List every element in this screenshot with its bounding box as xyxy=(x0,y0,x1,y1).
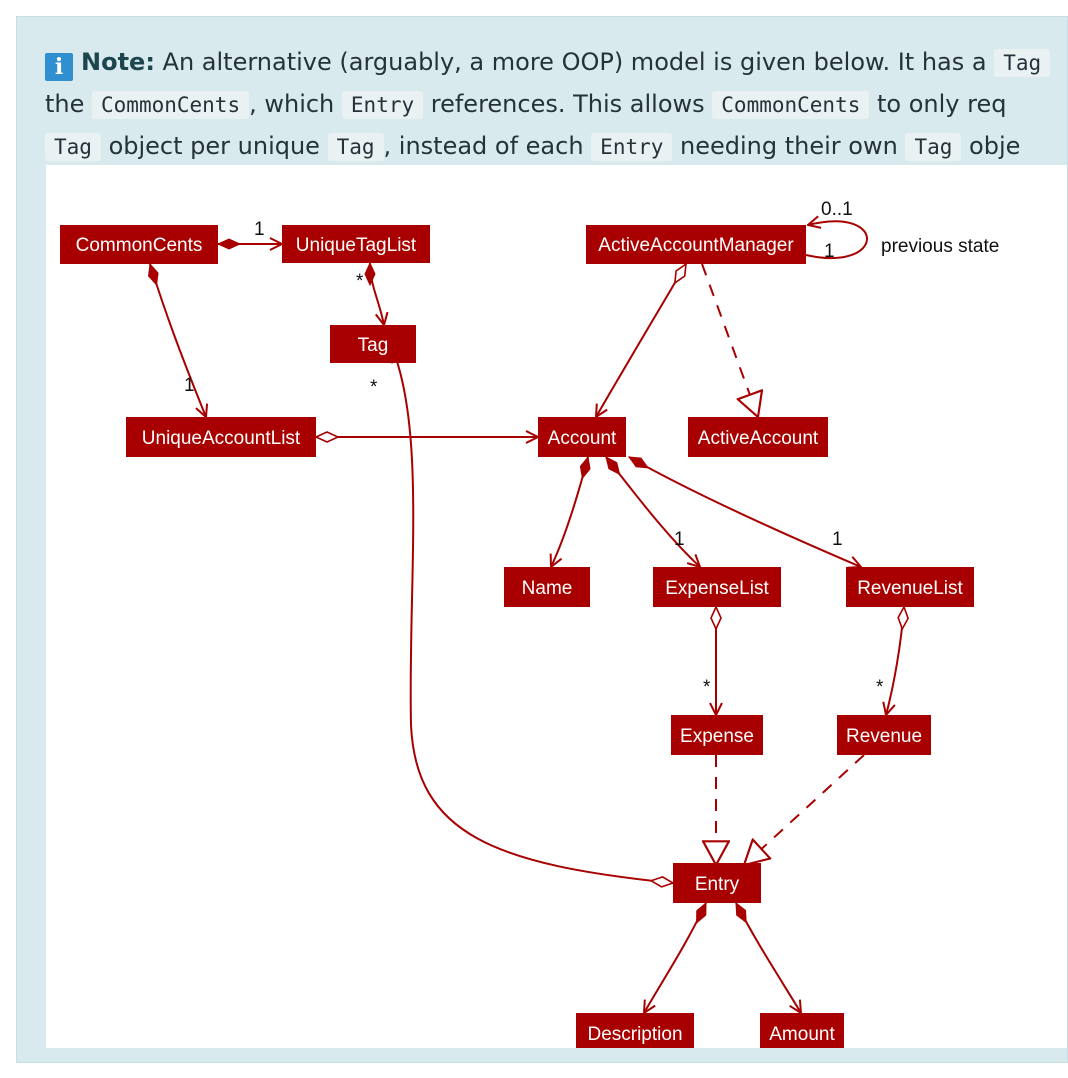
note-line2-mid2: references. This allows xyxy=(423,90,713,118)
svg-text:Amount: Amount xyxy=(769,1024,835,1045)
info-icon: i xyxy=(45,53,73,81)
mult-revenuelist-revenue: * xyxy=(876,677,884,698)
note-callout: i Note: An alternative (arguably, a more … xyxy=(16,16,1068,1063)
svg-text:UniqueTagList: UniqueTagList xyxy=(296,235,417,256)
class-revenuelist: RevenueList xyxy=(846,567,974,607)
code-tag: Tag xyxy=(994,49,1051,77)
mult-taglist-tag: * xyxy=(356,271,364,292)
code-tag: Tag xyxy=(327,133,384,161)
class-activeaccountmanager: ActiveAccountManager xyxy=(586,225,806,264)
class-entry: Entry xyxy=(673,863,761,903)
self-loop-label: previous state xyxy=(881,236,999,257)
code-entry: Entry xyxy=(341,91,424,119)
class-tag: Tag xyxy=(330,325,416,363)
class-commoncents: CommonCents xyxy=(60,225,218,264)
edge-activeaccountmanager-account xyxy=(596,264,686,417)
class-uniqueaccountlist: UniqueAccountList xyxy=(126,417,316,457)
svg-text:UniqueAccountList: UniqueAccountList xyxy=(142,428,301,449)
class-diagram: CommonCents UniqueTagList Tag ActiveAcco… xyxy=(46,165,1067,1053)
code-entry: Entry xyxy=(591,133,673,161)
note-line3-mid1: object per unique xyxy=(100,132,328,160)
svg-text:ActiveAccount: ActiveAccount xyxy=(698,428,819,449)
edge-commoncents-uniqueaccountlist xyxy=(150,264,206,417)
edge-account-revenuelist xyxy=(629,456,861,567)
edge-account-name xyxy=(551,457,588,567)
class-activeaccount: ActiveAccount xyxy=(688,417,828,457)
svg-text:Account: Account xyxy=(548,428,617,449)
edge-activeaccountmanager-self xyxy=(805,221,868,260)
code-tag: Tag xyxy=(45,133,101,161)
svg-text:ExpenseList: ExpenseList xyxy=(665,578,769,599)
class-name: Name xyxy=(504,567,590,607)
note-line2-mid1: , which xyxy=(249,90,342,118)
edge-activeaccountmanager-activeaccount xyxy=(701,263,758,417)
note-line1-text: An alternative (arguably, a more OOP) mo… xyxy=(154,48,995,76)
note-text: i Note: An alternative (arguably, a more … xyxy=(45,41,1067,167)
edge-uniquetaglist-tag xyxy=(370,263,384,325)
svg-text:Expense: Expense xyxy=(680,726,754,747)
svg-text:Name: Name xyxy=(522,578,573,599)
code-commoncents: CommonCents xyxy=(712,91,870,119)
class-expense: Expense xyxy=(671,715,763,755)
svg-text:Entry: Entry xyxy=(695,874,740,895)
class-expenselist: ExpenseList xyxy=(653,567,781,607)
note-line3-mid4: obje xyxy=(961,132,1021,160)
note-line-2: the CommonCents, which Entry references.… xyxy=(45,83,1067,125)
edge-account-expenselist xyxy=(605,457,700,567)
mult-self-bottom: 1 xyxy=(824,241,835,262)
edge-revenuelist-revenue xyxy=(886,607,904,715)
svg-text:RevenueList: RevenueList xyxy=(857,578,963,599)
svg-text:ActiveAccountManager: ActiveAccountManager xyxy=(598,235,794,256)
class-description: Description xyxy=(576,1013,694,1053)
mult-cc-accountlist: 1 xyxy=(184,375,195,396)
svg-text:Tag: Tag xyxy=(358,335,389,356)
mult-self-top: 0..1 xyxy=(821,199,853,220)
edge-entry-tag xyxy=(393,350,673,883)
class-account: Account xyxy=(538,417,626,457)
note-line2-mid3: to only req xyxy=(869,90,1007,118)
code-commoncents: CommonCents xyxy=(92,91,250,119)
class-diagram-svg: CommonCents UniqueTagList Tag ActiveAcco… xyxy=(60,199,999,1053)
note-line2-pre: the xyxy=(45,90,93,118)
note-label: Note: xyxy=(81,48,155,76)
note-line-1: i Note: An alternative (arguably, a more … xyxy=(45,41,1067,83)
svg-text:CommonCents: CommonCents xyxy=(76,235,203,256)
edge-entry-description xyxy=(644,903,707,1013)
mult-account-expenselist: 1 xyxy=(674,529,685,550)
edge-revenue-entry xyxy=(744,754,865,865)
note-line-3: Tag object per unique Tag, instead of ea… xyxy=(45,125,1067,167)
svg-text:Description: Description xyxy=(587,1024,682,1045)
mult-tag-entry: * xyxy=(370,377,378,398)
class-uniquetaglist: UniqueTagList xyxy=(282,225,430,263)
class-amount: Amount xyxy=(760,1013,844,1053)
mult-expenselist-expense: * xyxy=(703,677,711,698)
note-line3-mid2: , instead of each xyxy=(383,132,592,160)
note-line3-mid3: needing their own xyxy=(672,132,906,160)
code-tag: Tag xyxy=(905,133,962,161)
mult-account-revenuelist: 1 xyxy=(832,529,843,550)
edge-entry-amount xyxy=(735,903,801,1013)
class-revenue: Revenue xyxy=(837,715,931,755)
mult-cc-taglist: 1 xyxy=(254,219,265,240)
svg-text:Revenue: Revenue xyxy=(846,726,922,747)
